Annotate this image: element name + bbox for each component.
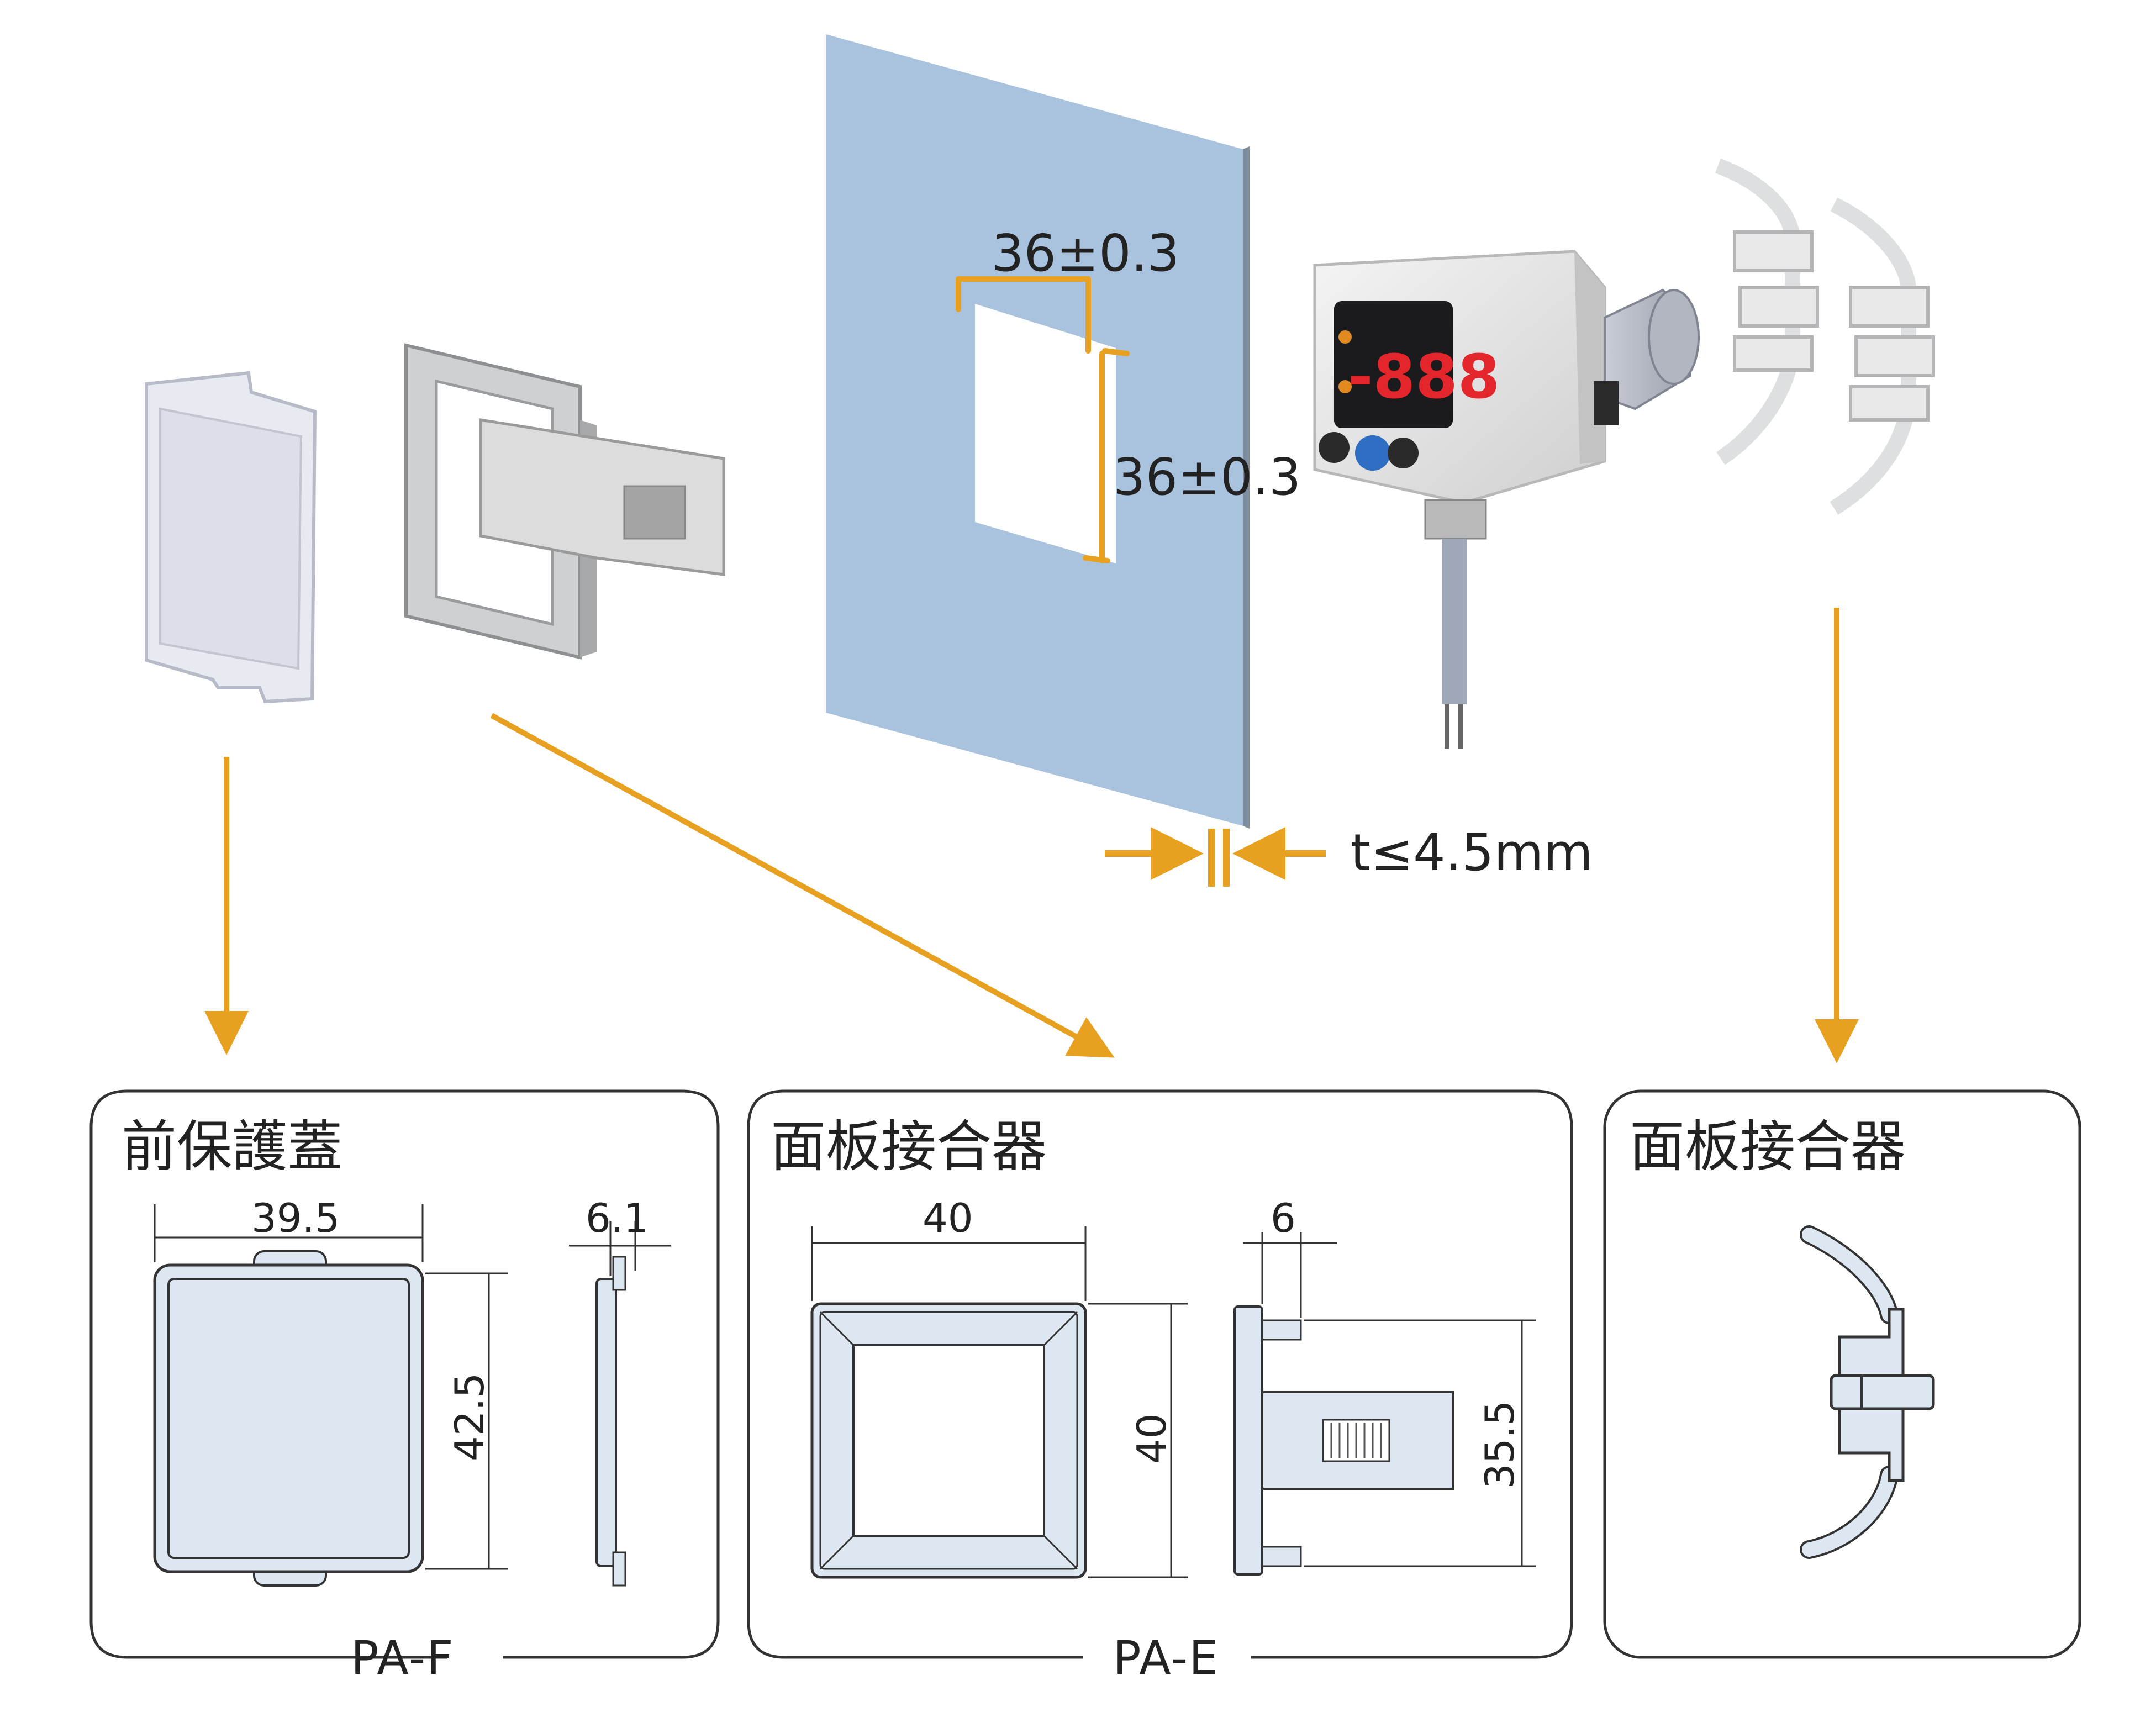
front-cover-width: 39.5 [251,1195,340,1241]
sensor-display [1334,301,1453,428]
box-front-cover: 前保護蓋 PA-F 39.5 42.5 6.1 [89,1089,720,1685]
arrow-to-panel-adapter [490,713,1115,1058]
box-panel-adapter: 面板接合器 PA-E 40 40 [747,1089,1573,1685]
sensor-button-right-icon [1388,438,1419,468]
cutout-width-label: 36±0.3 [992,224,1179,283]
leader-arrows [204,608,1859,1063]
clip-drawing [1800,1225,1935,1559]
adapter-width: 40 [923,1195,973,1241]
adapter-height: 40 [1129,1413,1175,1464]
cutout-dimensions [956,276,1130,563]
adapter-depth: 6 [1271,1195,1296,1241]
thickness-indicator [1105,827,1326,887]
front-cover-height: 42.5 [446,1373,493,1461]
mounting-clips-3d [1715,158,1935,515]
panel-adapter-3d [404,343,725,660]
sensor-readout: -888 [1348,341,1500,412]
adapter-arm-length: 35.5 [1477,1400,1523,1489]
front-cover-depth: 6.1 [586,1195,649,1241]
box-3-title: 面板接合器 [1630,1114,1906,1179]
box-2-model: PA-E [1113,1631,1219,1685]
box-1-title: 前保護蓋 [122,1114,342,1179]
mounting-panel [826,34,1250,829]
box-2-title: 面板接合器 [771,1114,1047,1179]
cutout-height-label: 36±0.3 [1113,447,1301,507]
thickness-label: t≤4.5mm [1351,823,1593,882]
sensor-button-center-icon [1355,435,1390,471]
sensor-button-left-icon [1319,432,1350,463]
pressure-sensor: -888 [1313,250,1700,749]
front-cover-3d [145,371,317,704]
box-1-model: PA-F [351,1631,455,1685]
box-clip: 面板接合器 [1603,1089,2081,1659]
